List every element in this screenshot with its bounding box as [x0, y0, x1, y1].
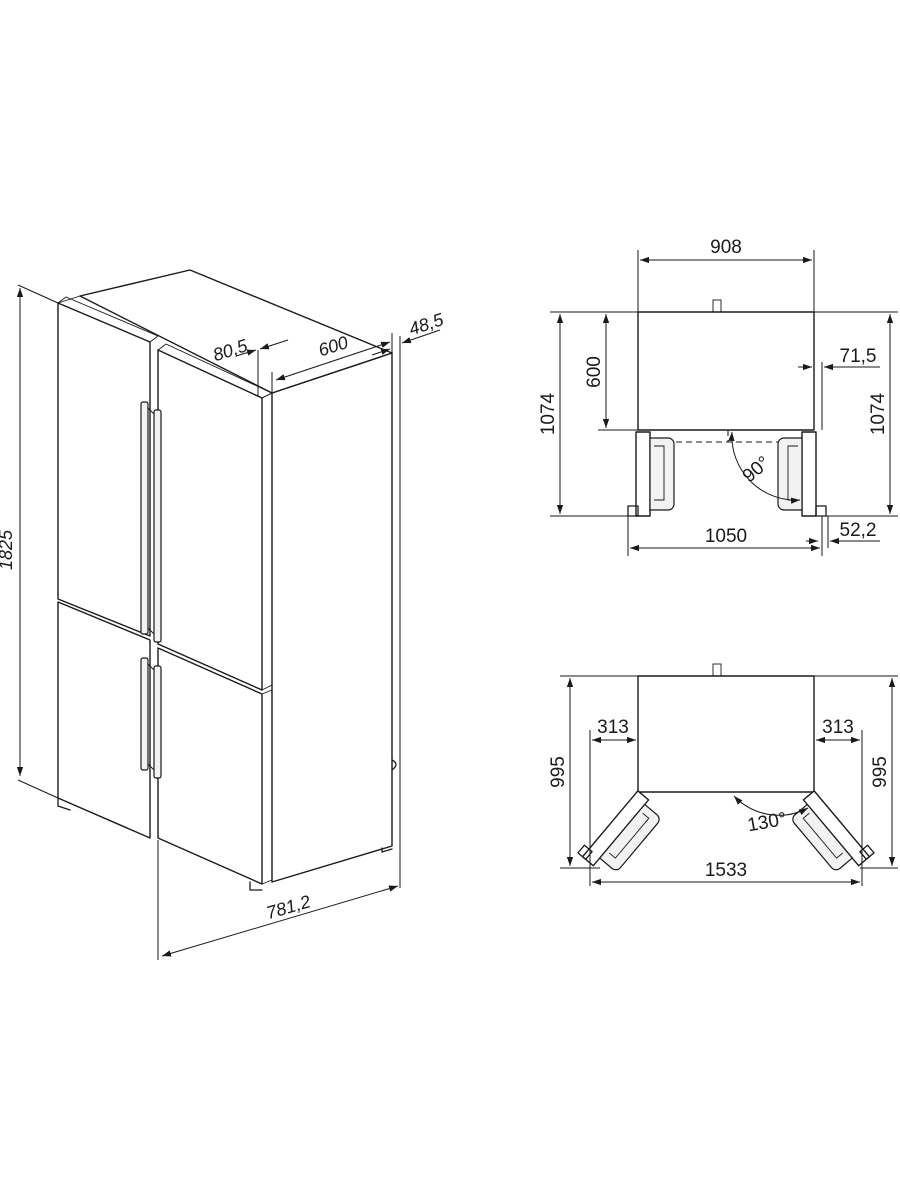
depth-995-left-label: 995: [548, 756, 569, 788]
lower-left-handle: [140, 657, 149, 771]
angle-arc-130: [733, 795, 809, 816]
open-width-1533-dimension: 1533: [592, 860, 860, 886]
angle-90-label: 90°: [739, 453, 775, 488]
rear-foot: [381, 847, 393, 853]
depth-995-left-dimension: 995: [548, 675, 638, 869]
angle-arc-90: [728, 431, 801, 504]
upper-right-handle: [153, 409, 162, 643]
upper-right-door: [157, 349, 263, 691]
width-908-dimension: 908: [637, 237, 815, 312]
clearance-left-dimension: 313: [589, 717, 636, 886]
height-label: 1825: [0, 529, 16, 570]
open-width-1050-label: 1050: [705, 526, 747, 547]
depth-995-right-dimension: 995: [814, 675, 898, 869]
upper-right-door-edge: [261, 392, 273, 691]
fridge-side-panel: [271, 352, 393, 883]
open-right-door-130: [792, 790, 875, 871]
clearance-left-label: 313: [597, 717, 629, 738]
cabinet-top-130: [637, 675, 815, 793]
depth-1074-left-dimension: 1074: [538, 311, 638, 517]
depth-600-label-90: 600: [584, 356, 605, 388]
depth-995-right-label: 995: [870, 756, 891, 788]
open-width-1533-label: 1533: [705, 860, 747, 881]
angle-130-label: 130°: [746, 809, 788, 837]
top-view-130: 130° 995 995 313 313 1: [548, 663, 898, 886]
side-offset-dimension: 71,5: [798, 346, 880, 430]
cabinet-top-90: [637, 311, 815, 431]
open-left-door-130: [577, 790, 660, 871]
depth-1074-left-label: 1074: [538, 392, 559, 435]
door-protrusion-dimension: 52,2: [806, 516, 880, 548]
lower-right-door-edge: [261, 689, 273, 885]
lower-left-door: [57, 601, 151, 839]
upper-left-handle: [140, 401, 149, 635]
top-view-90: 90° 908 600 1074 1074: [538, 237, 898, 556]
top-back-edge: [57, 295, 81, 304]
width-908-label: 908: [710, 237, 742, 258]
side-offset-label: 71,5: [840, 346, 877, 367]
depth-600-dimension-90: 600: [584, 311, 638, 431]
depth-1074-right-dimension: 1074: [814, 311, 898, 517]
rear-hinge-90: [712, 299, 722, 313]
upper-left-door: [57, 302, 151, 637]
upper-handles: [140, 401, 162, 643]
lower-right-handle: [153, 665, 162, 779]
door-protrusion-label: 52,2: [840, 520, 877, 541]
rear-wheel: [391, 759, 397, 771]
depth-1074-right-label: 1074: [868, 392, 889, 435]
height-dimension: 1825: [0, 284, 59, 799]
upper-left-door-top-edge: [57, 296, 159, 343]
open-right-door-90: [777, 431, 827, 517]
clearance-right-label: 313: [822, 717, 854, 738]
open-width-1050-dimension: 1050: [627, 516, 823, 556]
perspective-view: 1825 600 80,5 48,5 781,2: [0, 269, 447, 960]
door-offset-dimension: 48,5: [371, 309, 447, 880]
clearance-right-dimension: 313: [816, 717, 863, 886]
lower-handles: [140, 657, 162, 779]
front-foot-left: [57, 797, 71, 811]
open-left-door-90: [627, 431, 675, 517]
rear-hinge-130: [712, 663, 722, 677]
